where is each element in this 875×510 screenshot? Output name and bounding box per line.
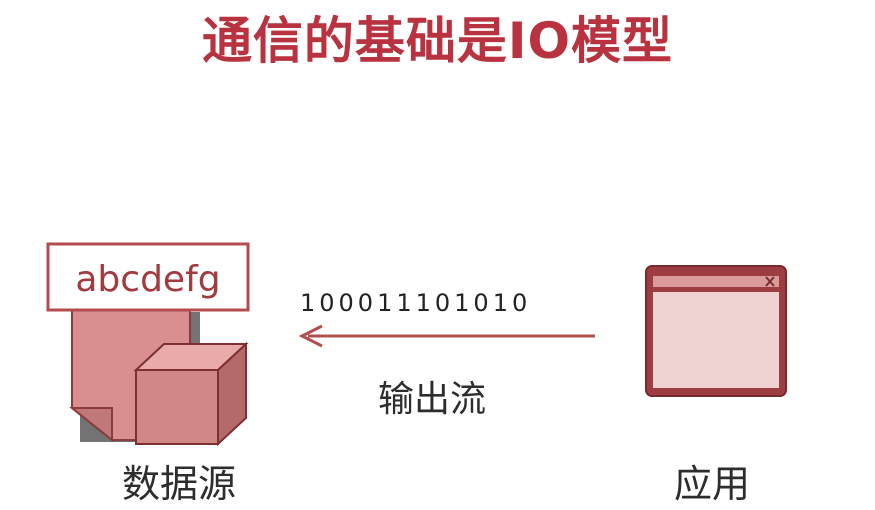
source-tag-label: abcdefg xyxy=(75,259,221,300)
cube-icon xyxy=(133,341,249,447)
bit-stream: 100011101010 xyxy=(300,289,532,317)
application-label: 应用 xyxy=(674,462,751,506)
window-icon xyxy=(645,265,787,397)
document-with-cube-icon xyxy=(46,242,250,447)
close-icon xyxy=(765,276,775,287)
data-source-label: 数据源 xyxy=(122,462,237,506)
left-arrow-icon xyxy=(298,324,595,348)
page-title: 通信的基础是IO模型 xyxy=(201,12,674,70)
output-stream-label: 输出流 xyxy=(378,379,487,420)
